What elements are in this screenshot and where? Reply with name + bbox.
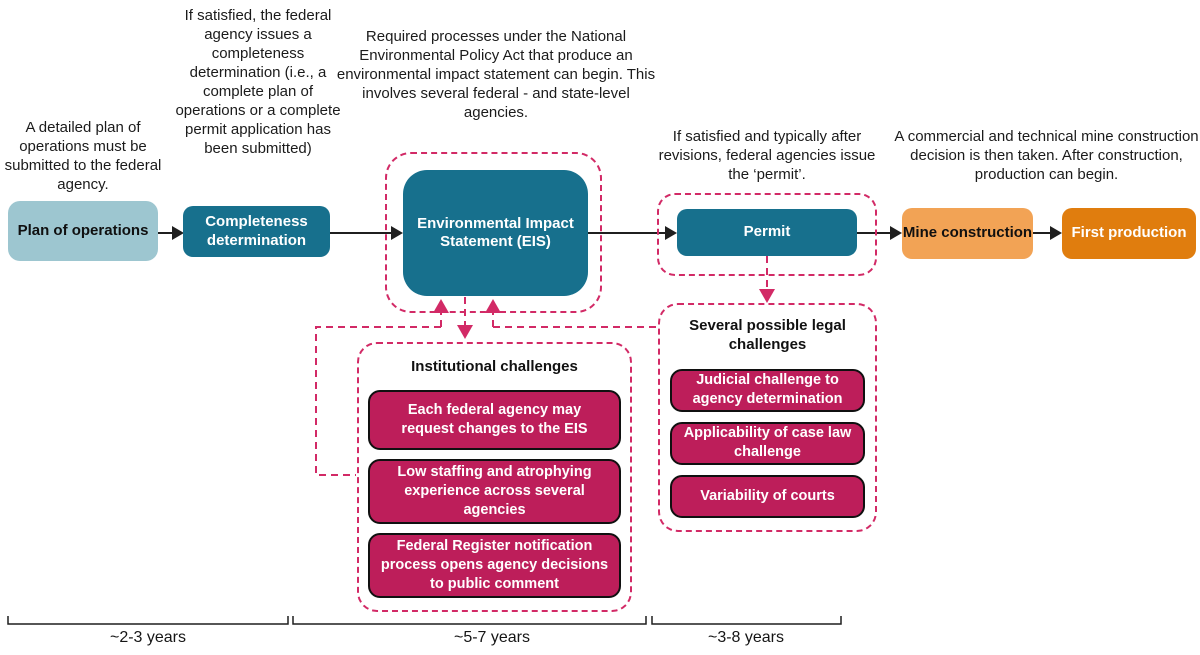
timeline-label-phase2: ~5-7 years [453, 629, 531, 646]
annotation-permit: If satisfied and typically after revisio… [658, 128, 876, 184]
institutional-challenges-title: Institutional challenges [411, 358, 578, 375]
annotation-completeness: If satisfied, the federal agency issues … [175, 7, 341, 158]
legal-challenge-item: Judicial challenge to agency determinati… [670, 368, 865, 412]
arrow-plan-to-completeness [158, 226, 184, 240]
institutional-challenge-item: Federal Register notification process op… [368, 533, 621, 598]
legal-challenge-item: Variability of courts [670, 474, 865, 518]
arrow-construction-to-production [1033, 226, 1062, 240]
institutional-challenges-panel: Institutional challenges Each federal ag… [357, 342, 632, 612]
institutional-challenge-item: Each federal agency may request changes … [368, 389, 621, 450]
legal-challenges-panel: Several possible legal challenges Judici… [658, 303, 877, 532]
box-permit: Permit [677, 209, 857, 256]
timeline-label-phase3: ~3-8 years [707, 629, 785, 646]
annotation-eis: Required processes under the National En… [336, 28, 656, 122]
box-plan-of-operations: Plan of operations [8, 201, 158, 261]
annotation-construction: A commercial and technical mine construc… [894, 128, 1199, 184]
eis-dashed-outline [385, 152, 602, 313]
box-eis: Environmental Impact Statement (EIS) [403, 170, 588, 296]
annotation-plan: A detailed plan of operations must be su… [4, 119, 162, 194]
box-first-production: First production [1062, 208, 1196, 259]
timeline-bracket-phase3 [651, 616, 842, 625]
institutional-challenge-item: Low staffing and atrophying experience a… [368, 459, 621, 524]
box-completeness-determination: Completeness determination [183, 206, 330, 257]
box-mine-construction: Mine construction [902, 208, 1033, 259]
legal-challenge-item: Applicability of case law challenge [670, 421, 865, 465]
legal-challenges-title: Several possible legal challenges [689, 317, 846, 353]
timeline-bracket-phase1 [7, 616, 289, 625]
timeline-bracket-phase2 [292, 616, 647, 625]
permit-dashed-outline [657, 193, 877, 276]
timeline-label-phase1: ~2-3 years [109, 629, 187, 646]
